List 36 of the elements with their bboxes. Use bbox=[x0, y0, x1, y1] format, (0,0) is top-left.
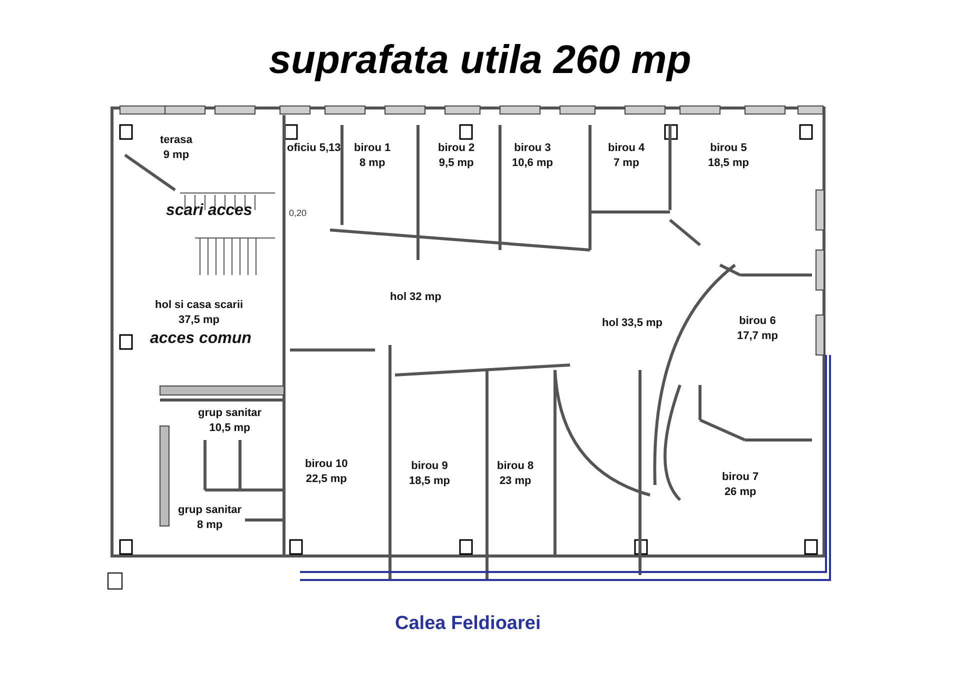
room-area: 8 mp bbox=[354, 156, 391, 171]
room-area: 18,5 mp bbox=[409, 474, 450, 489]
room-name: hol 32 mp bbox=[390, 290, 442, 305]
room-name: hol si casa scarii bbox=[155, 298, 244, 313]
room-name: birou 3 bbox=[513, 141, 552, 156]
room-area: 8 mp bbox=[178, 518, 242, 533]
room-name: birou 4 bbox=[608, 141, 645, 156]
room-area: 26 mp bbox=[722, 485, 759, 500]
room-label: acces comun bbox=[150, 330, 252, 348]
room-area: 23 mp bbox=[497, 474, 534, 489]
room-name: birou 9 bbox=[410, 459, 449, 474]
room-label: scari acces bbox=[166, 202, 252, 220]
room-name: grup sanitar bbox=[178, 503, 242, 518]
room-name: birou 5 bbox=[709, 141, 748, 156]
room-name: birou 8 bbox=[497, 459, 534, 474]
room-name: birou 1 bbox=[354, 141, 391, 156]
room-name: hol 33,5 mp bbox=[602, 316, 663, 331]
room-name: oficiu 5,13 bbox=[287, 141, 341, 156]
street-name: Calea Feldioarei bbox=[395, 613, 541, 635]
room-area: 9 mp bbox=[160, 148, 192, 163]
room-area: 7 mp bbox=[608, 156, 645, 171]
room-name: birou 2 bbox=[438, 141, 475, 156]
room-area: 37,5 mp bbox=[155, 313, 244, 328]
room-name: birou 10 bbox=[305, 457, 348, 472]
room-name: birou 6 bbox=[738, 314, 777, 329]
room-area: 9,5 mp bbox=[438, 156, 475, 171]
room-area: 17,7 mp bbox=[737, 329, 778, 344]
room-area: 18,5 mp bbox=[708, 156, 749, 171]
room-area: 10,5 mp bbox=[198, 421, 262, 436]
dimension-text: 0,20 bbox=[289, 208, 307, 218]
room-area: 22,5 mp bbox=[305, 472, 348, 487]
room-area: 10,6 mp bbox=[512, 156, 553, 171]
room-name: birou 7 bbox=[722, 470, 759, 485]
room-name: terasa bbox=[160, 133, 192, 148]
plan-title: suprafata utila 260 mp bbox=[268, 38, 692, 83]
room-name: grup sanitar bbox=[198, 406, 262, 421]
